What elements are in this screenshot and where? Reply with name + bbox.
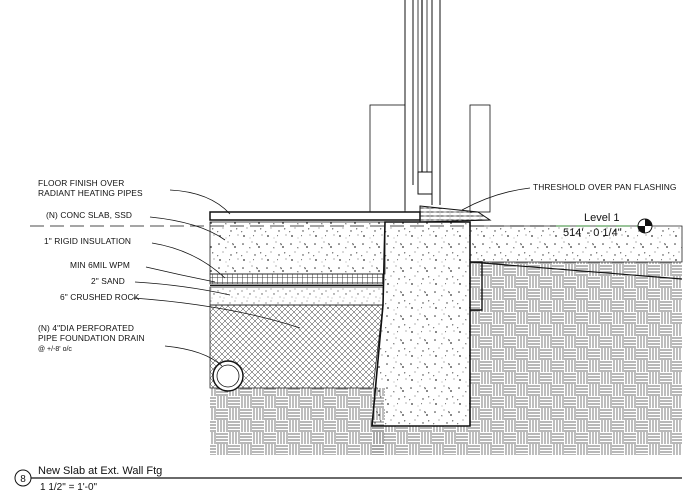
detail-title: New Slab at Ext. Wall Ftg	[38, 465, 162, 477]
level-datum-icon	[637, 218, 653, 234]
concrete-footing	[371, 221, 471, 427]
concrete-slab	[209, 221, 386, 275]
earth-fill-right-under	[372, 426, 470, 455]
floor-finish	[209, 211, 421, 221]
level-name: Level 1	[584, 212, 619, 224]
label-threshold: THRESHOLD OVER PAN FLASHING	[533, 182, 677, 192]
exterior-paving	[469, 225, 683, 263]
level-elevation: 514' - 0 1/4"	[563, 227, 622, 239]
label-sand: 2" SAND	[91, 276, 125, 286]
sand-layer	[209, 286, 384, 306]
edge-angle	[470, 261, 483, 311]
detail-number: 8	[20, 474, 26, 485]
label-floor-finish-1: FLOOR FINISH OVER	[38, 178, 124, 188]
label-drain-1: (N) 4"DIA PERFORATED	[38, 323, 134, 333]
label-rigid-insulation: 1" RIGID INSULATION	[44, 236, 131, 246]
insulation-layer	[209, 273, 384, 285]
label-crushed-rock: 6" CRUSHED ROCK	[60, 292, 140, 302]
leader-lines	[132, 187, 531, 367]
label-floor-finish-2: RADIANT HEATING PIPES	[38, 188, 143, 198]
label-drain-2: PIPE FOUNDATION DRAIN	[38, 333, 145, 343]
earth-fill-right	[470, 262, 682, 455]
foundation-drain-pipe	[212, 360, 244, 392]
threshold	[419, 205, 492, 223]
grade-line	[469, 261, 683, 280]
earth-fill-left	[210, 388, 385, 455]
label-wpm: MIN 6MIL WPM	[70, 260, 130, 270]
detail-scale: 1 1/2" = 1'-0"	[40, 482, 98, 493]
label-drain-3: @ +/-8' o/c	[38, 346, 72, 353]
label-conc-slab: (N) CONC SLAB, SSD	[46, 210, 132, 220]
door-frame	[369, 0, 491, 213]
